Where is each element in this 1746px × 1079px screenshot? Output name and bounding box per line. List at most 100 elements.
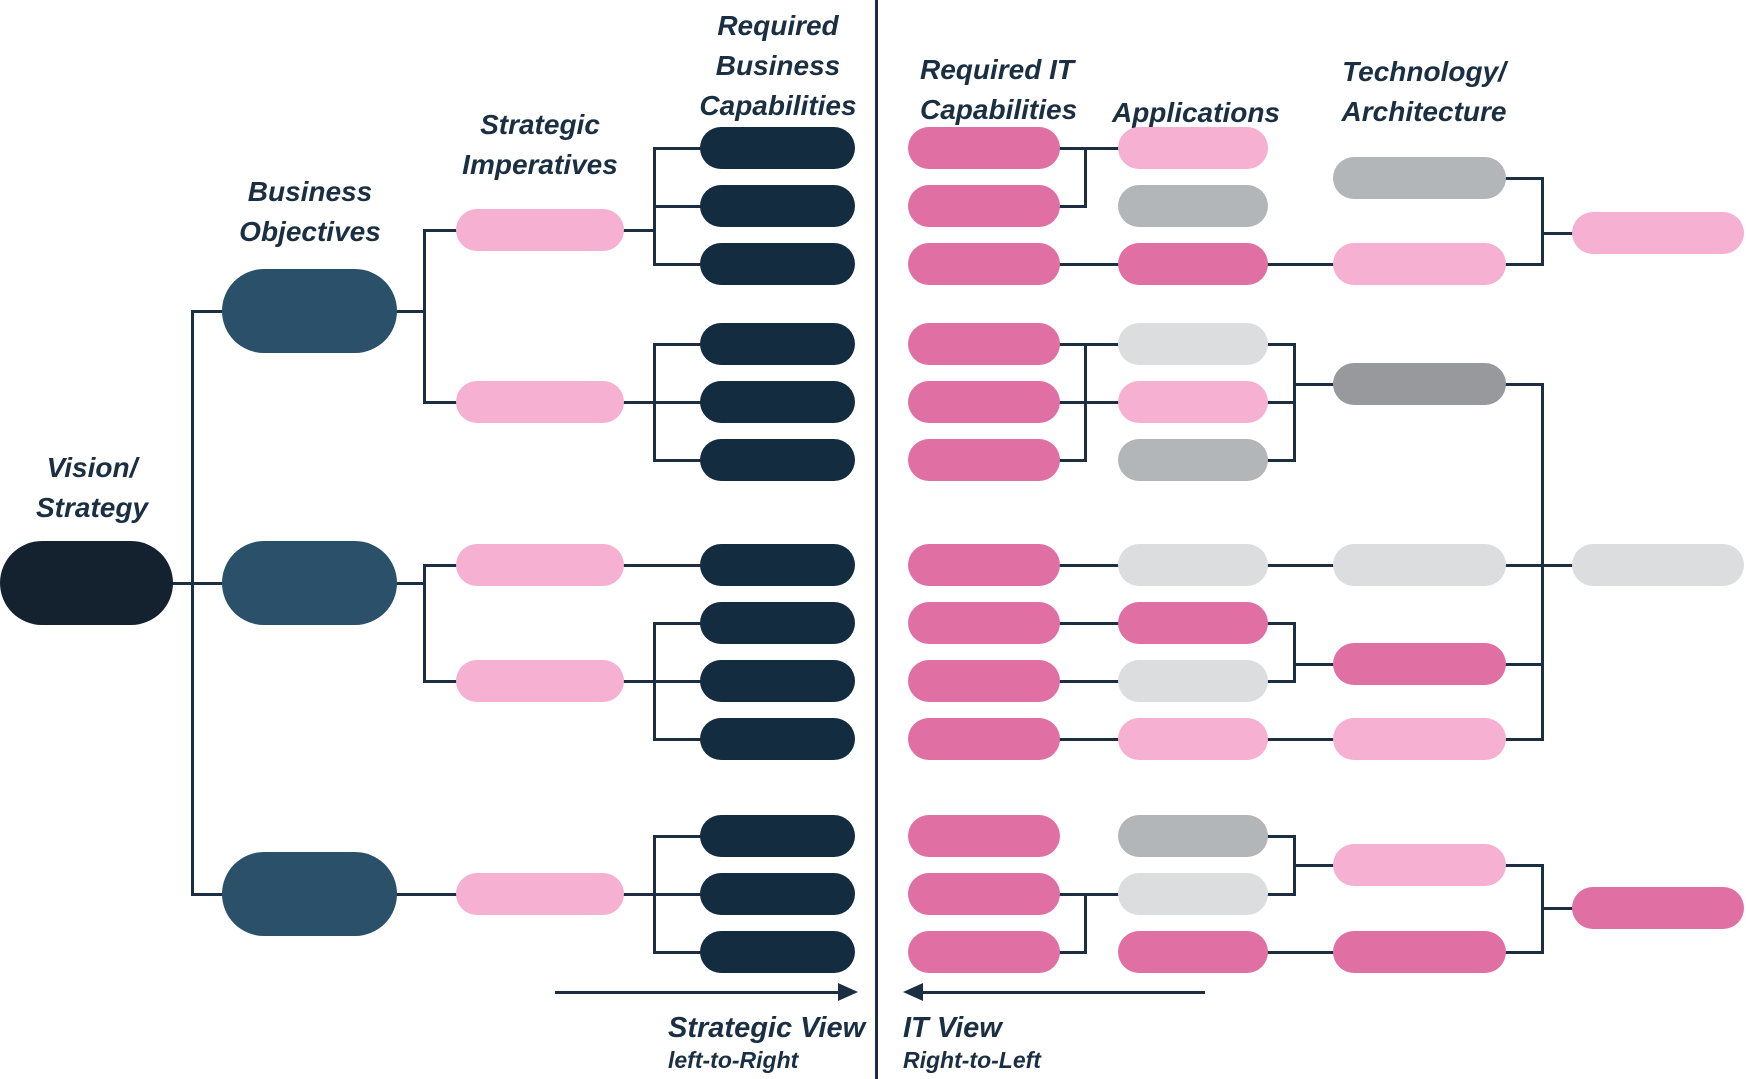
node-objective-1 — [222, 269, 397, 353]
connector-41 — [1504, 262, 1544, 266]
connector-64 — [1292, 662, 1335, 666]
node-it-cap-5 — [908, 381, 1060, 423]
node-imperative-1 — [456, 209, 624, 251]
node-it-cap-12 — [908, 873, 1060, 915]
connector-47 — [1083, 342, 1087, 462]
connector-67 — [1504, 737, 1544, 741]
it-view-arrow-head — [903, 983, 923, 1001]
strategic-view-arrow-line — [555, 990, 842, 994]
header-technology-architecture-line1: Technology/ — [1342, 56, 1506, 87]
connector-71 — [1266, 834, 1296, 838]
connector-0 — [874, 0, 878, 1079]
connector-51 — [1292, 342, 1296, 462]
connector-70 — [1058, 950, 1087, 954]
node-outcome-1 — [1572, 212, 1744, 254]
connector-39 — [1266, 262, 1335, 266]
connector-4 — [190, 892, 224, 896]
connector-12 — [422, 679, 458, 683]
connector-48 — [1266, 342, 1296, 346]
header-business-objectives-line1: Business — [247, 176, 373, 207]
connector-42 — [1540, 176, 1544, 266]
connector-10 — [422, 563, 426, 683]
node-biz-cap-10 — [700, 718, 855, 760]
header-required-it-capabilities: Required IT Capabilities — [920, 50, 1180, 130]
node-objective-3 — [222, 852, 397, 936]
node-biz-cap-1 — [700, 127, 855, 169]
connector-46 — [1058, 458, 1087, 462]
node-app-4 — [1118, 323, 1268, 365]
connector-32 — [652, 834, 702, 838]
connector-65 — [1266, 737, 1335, 741]
node-app-10 — [1118, 718, 1268, 760]
connector-38 — [1058, 262, 1120, 266]
node-app-5 — [1118, 381, 1268, 423]
node-it-cap-7 — [908, 544, 1060, 586]
header-strategic-imperatives-line2: Imperatives — [462, 149, 618, 180]
node-app-11 — [1118, 815, 1268, 857]
header-applications: Applications — [1096, 93, 1296, 133]
node-biz-cap-3 — [700, 243, 855, 285]
node-biz-cap-7 — [700, 544, 855, 586]
header-vision-strategy-line2: Strategy — [35, 492, 149, 523]
node-biz-cap-11 — [700, 815, 855, 857]
node-it-cap-2 — [908, 185, 1060, 227]
connector-77 — [1504, 950, 1544, 954]
node-it-cap-11 — [908, 815, 1060, 857]
connector-40 — [1504, 176, 1544, 180]
node-biz-cap-5 — [700, 381, 855, 423]
connector-44 — [1058, 342, 1120, 346]
header-required-business-capabilities-line1: Required — [717, 10, 839, 41]
connector-68 — [1058, 892, 1120, 896]
node-outcome-3 — [1572, 887, 1744, 929]
node-biz-cap-6 — [700, 439, 855, 481]
header-required-it-capabilities-line1: Required IT — [920, 54, 1075, 85]
connector-79 — [1540, 906, 1574, 910]
connector-76 — [1504, 863, 1544, 867]
connector-75 — [1266, 950, 1335, 954]
node-it-cap-1 — [908, 127, 1060, 169]
strategic-view-arrow-head — [838, 983, 858, 1001]
connector-21 — [652, 342, 702, 346]
connector-19 — [622, 400, 656, 404]
footer-it-view-subtitle: Right-to-Left — [903, 1047, 1041, 1073]
connector-56 — [1266, 563, 1335, 567]
node-it-cap-9 — [908, 660, 1060, 702]
node-app-6 — [1118, 439, 1268, 481]
node-outcome-2 — [1572, 544, 1744, 586]
connector-37 — [1058, 204, 1087, 208]
connector-17 — [652, 204, 702, 208]
connector-69 — [1083, 892, 1087, 954]
it-view-arrow-line — [919, 990, 1205, 994]
connector-3 — [190, 309, 224, 313]
header-technology-architecture: Technology/ Architecture — [1314, 52, 1534, 132]
node-app-8 — [1118, 602, 1268, 644]
header-vision-strategy: Vision/ Strategy — [12, 448, 172, 528]
node-tech-3 — [1333, 363, 1506, 405]
node-app-2 — [1118, 185, 1268, 227]
connector-28 — [652, 679, 702, 683]
node-imperative-5 — [456, 873, 624, 915]
footer-strategic-view-subtitle: left-to-Right — [668, 1047, 799, 1073]
connector-55 — [1058, 563, 1120, 567]
connector-72 — [1266, 892, 1296, 896]
connector-57 — [1504, 563, 1574, 567]
node-imperative-2 — [456, 381, 624, 423]
header-required-business-capabilities-line3: Capabilities — [699, 90, 857, 121]
header-strategic-imperatives-line1: Strategic — [480, 109, 600, 140]
footer-it-view-title: IT View — [903, 1012, 1002, 1044]
header-strategic-imperatives: Strategic Imperatives — [430, 105, 650, 185]
connector-61 — [1266, 621, 1296, 625]
node-app-7 — [1118, 544, 1268, 586]
connector-2 — [190, 309, 194, 896]
connector-23 — [652, 458, 702, 462]
connector-5 — [395, 309, 426, 313]
node-it-cap-4 — [908, 323, 1060, 365]
node-vision — [0, 541, 173, 625]
connector-27 — [652, 621, 702, 625]
connector-74 — [1292, 863, 1335, 867]
connector-34 — [652, 950, 702, 954]
connector-52 — [1292, 382, 1335, 386]
connector-62 — [1266, 679, 1296, 683]
node-biz-cap-9 — [700, 660, 855, 702]
node-tech-6 — [1333, 718, 1506, 760]
